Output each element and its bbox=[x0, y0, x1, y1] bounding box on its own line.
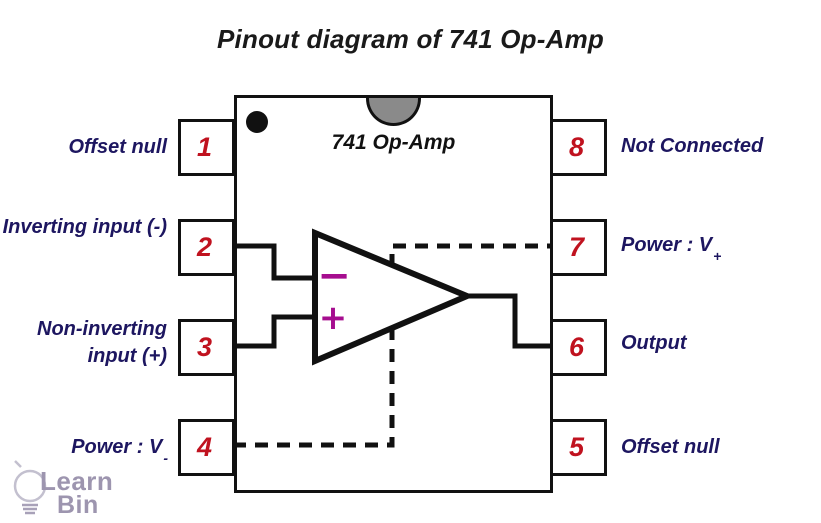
pin-label-offset-null-5: Offset null bbox=[621, 436, 720, 458]
opamp-minus-sign: − bbox=[317, 253, 351, 299]
pin-label-power-positive: Power : V+ bbox=[621, 234, 722, 264]
page-title: Pinout diagram of 741 Op-Amp bbox=[217, 24, 604, 54]
logo-text-learn: Learn bbox=[40, 466, 114, 496]
pin-number-1: 1 bbox=[196, 132, 213, 162]
pin-number-5: 5 bbox=[568, 432, 585, 462]
pin-box-3: 3 bbox=[178, 319, 235, 376]
pin-label-not-connected: Not Connected bbox=[621, 135, 764, 157]
pin-box-7: 7 bbox=[550, 219, 607, 276]
pin-label-output: Output bbox=[621, 332, 687, 354]
pin-number-6: 6 bbox=[568, 332, 585, 362]
pin1-indicator-dot bbox=[246, 111, 268, 133]
pin-box-1: 1 bbox=[178, 119, 235, 176]
wire-inverting-input bbox=[235, 243, 318, 281]
pin-number-4: 4 bbox=[196, 432, 213, 462]
pin-box-6: 6 bbox=[550, 319, 607, 376]
wire-output bbox=[465, 293, 552, 349]
pin-box-8: 8 bbox=[550, 119, 607, 176]
learnbin-logo: Learn Bin bbox=[12, 454, 142, 520]
lightbulb-icon bbox=[13, 460, 47, 515]
opamp-plus-sign: + bbox=[318, 298, 348, 338]
pin-number-8: 8 bbox=[568, 132, 585, 162]
pin-box-5: 5 bbox=[550, 419, 607, 476]
pin-label-offset-null-1: Offset null bbox=[68, 136, 167, 158]
pin-label-power-negative: Power : V- bbox=[71, 436, 168, 466]
wire-power-negative-dashed bbox=[235, 327, 395, 448]
wire-power-positive-dashed bbox=[389, 243, 552, 267]
pin-box-2: 2 bbox=[178, 219, 235, 276]
pin-label-inverting-input: Inverting input (-) bbox=[2, 216, 167, 238]
pin-number-7: 7 bbox=[568, 232, 585, 262]
pin-label-non-inverting-input: Non-inverting input (+) bbox=[37, 318, 167, 367]
wire-non-inverting-input bbox=[235, 314, 318, 349]
logo-text-bin: Bin bbox=[57, 491, 99, 519]
chip-label: 741 Op-Amp bbox=[331, 131, 456, 154]
pin-number-2: 2 bbox=[196, 232, 213, 262]
pin-box-4: 4 bbox=[178, 419, 235, 476]
pin-number-3: 3 bbox=[196, 332, 213, 362]
